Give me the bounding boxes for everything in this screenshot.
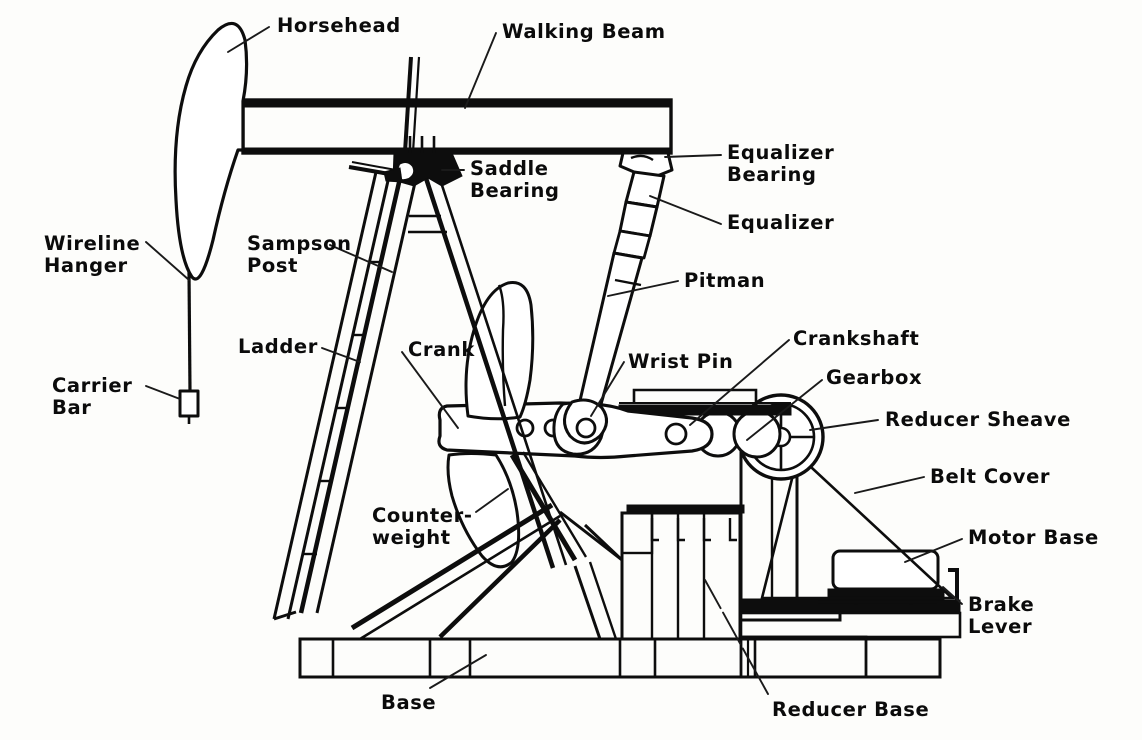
label-belt-cover: Belt Cover: [930, 465, 1051, 488]
label-wireline-hanger: Wireline Hanger: [44, 232, 141, 278]
counterweights: [446, 280, 535, 569]
label-brake-lever: Brake Lever: [968, 593, 1035, 639]
label-sampson-post: Sampson Post: [247, 232, 352, 278]
label-ladder: Ladder: [238, 335, 318, 358]
saddle-bearing: [348, 136, 463, 187]
label-counterweight: Counter- weight: [372, 504, 473, 550]
brake-lever: [937, 568, 959, 613]
label-wrist-pin: Wrist Pin: [628, 350, 734, 373]
belt-cover: [760, 452, 956, 600]
base-skid: [298, 637, 942, 679]
label-pitman: Pitman: [684, 269, 766, 292]
label-base: Base: [381, 691, 437, 714]
label-reducer-base: Reducer Base: [772, 698, 930, 721]
label-horsehead: Horsehead: [277, 14, 401, 37]
label-gearbox: Gearbox: [826, 366, 923, 389]
walking-beam: [241, 98, 673, 155]
motor-assembly: [818, 549, 952, 605]
pitman: [563, 251, 644, 445]
label-crankshaft: Crankshaft: [793, 327, 920, 350]
label-reducer-sheave: Reducer Sheave: [885, 408, 1071, 431]
equalizer-assembly: [612, 151, 674, 260]
label-motor-base: Motor Base: [968, 526, 1099, 549]
horsehead: [173, 21, 249, 281]
wireline-hanger: [178, 271, 200, 424]
label-equalizer-bearing: Equalizer Bearing: [727, 141, 835, 187]
label-saddle-bearing: Saddle Bearing: [470, 157, 560, 203]
sampson-post: [298, 56, 624, 641]
label-carrier-bar: Carrier Bar: [52, 374, 133, 420]
label-crank: Crank: [408, 338, 475, 361]
leader-lines: [145, 26, 963, 695]
label-walking-beam: Walking Beam: [502, 20, 666, 43]
label-equalizer: Equalizer: [727, 211, 835, 234]
